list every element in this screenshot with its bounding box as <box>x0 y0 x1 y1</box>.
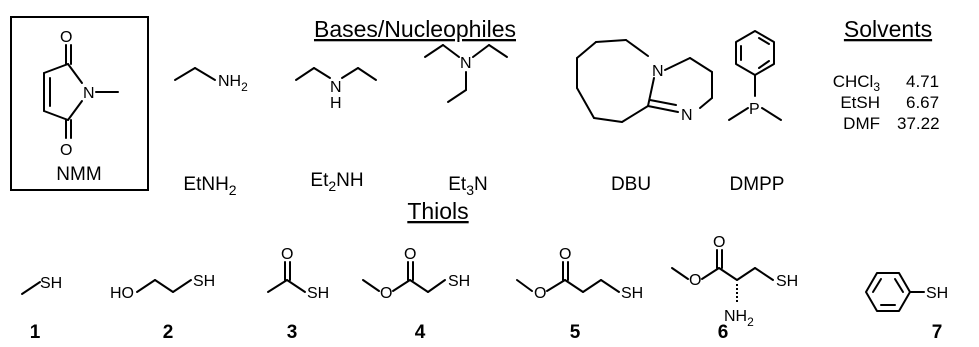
header-solvents: Solvents <box>844 16 932 42</box>
nmm-structure <box>43 44 119 139</box>
thiol-6-structure <box>671 249 774 302</box>
solvent-name: DMF <box>843 114 880 133</box>
nmm-atom-o-bottom: O <box>60 142 72 159</box>
dmpp-structure <box>728 30 782 121</box>
thiol-3-atom-o: O <box>281 246 293 263</box>
thiol-3-number: 3 <box>287 322 298 343</box>
solvent-value: 37.22 <box>897 114 940 133</box>
thiol-5-atom-o: O <box>559 246 571 263</box>
thiol-6-atom-o: O <box>689 272 701 289</box>
thiol-5-atom-o: O <box>534 285 546 302</box>
dbu-label: DBU <box>611 174 651 195</box>
thiol-4-structure <box>362 261 446 293</box>
thiol-2-atom-sh: SH <box>193 273 215 290</box>
thiol-7-number: 7 <box>932 322 943 343</box>
etnh2-structure <box>174 67 216 81</box>
thiol-6-atom-o: O <box>713 234 725 251</box>
thiol-2-atom-ho: HO <box>110 285 134 302</box>
dmpp-atom-p: P <box>749 101 760 118</box>
thiol-1-number: 1 <box>30 322 41 343</box>
nmm-box <box>10 16 149 191</box>
thiol-6-atom-nh2: NH2 <box>724 308 754 329</box>
dbu-structure <box>576 39 713 123</box>
thiol-3-structure <box>267 261 306 293</box>
solvents-table: CHCl3 4.71 EtSH 6.67 DMF 37.22 <box>833 72 940 133</box>
thiol-5-number: 5 <box>570 322 581 343</box>
et2nh-label: Et2NH <box>310 170 363 194</box>
dbu-atom-n1: N <box>652 63 664 80</box>
thiol-6-number: 6 <box>718 322 729 343</box>
nmm-atom-o-top: O <box>60 29 72 46</box>
nmm-label: NMM <box>56 164 101 185</box>
solvent-value: 6.67 <box>906 93 939 112</box>
solvent-name: EtSH <box>840 93 880 112</box>
header-thiols: Thiols <box>407 198 468 224</box>
nmm-atom-n: N <box>83 85 95 102</box>
thiol-2-number: 2 <box>163 322 174 343</box>
thiol-4-atom-o: O <box>380 285 392 302</box>
thiol-4-atom-sh: SH <box>448 273 470 290</box>
et2nh-atom-h: H <box>330 95 342 112</box>
et2nh-structure <box>295 67 377 81</box>
thiol-3-atom-sh: SH <box>307 285 329 302</box>
thiol-5-structure <box>516 261 620 293</box>
et2nh-atom-n: N <box>330 79 342 96</box>
thiol-7-structure <box>865 272 925 312</box>
thiol-4-number: 4 <box>415 322 426 343</box>
solvent-value: 4.71 <box>906 72 939 91</box>
et3n-label: Et3N <box>448 174 487 198</box>
thiol-4-atom-o: O <box>404 246 416 263</box>
etnh2-label: EtNH2 <box>183 174 236 198</box>
thiol-2-structure <box>136 279 192 293</box>
thiol-1-structure <box>21 281 41 295</box>
et3n-atom-n: N <box>460 55 472 72</box>
header-bases-nucleophiles: Bases/Nucleophiles <box>314 16 516 42</box>
thiol-5-atom-sh: SH <box>621 285 643 302</box>
thiol-1-atom-sh: SH <box>40 275 62 292</box>
dmpp-label: DMPP <box>730 174 785 195</box>
solvent-name: CHCl3 <box>833 72 881 94</box>
thiol-6-atom-sh: SH <box>776 273 798 290</box>
thiol-7-atom-sh: SH <box>926 285 948 302</box>
etnh2-atom: NH2 <box>218 73 248 94</box>
et3n-structure <box>424 44 508 103</box>
dbu-atom-n2: N <box>681 107 693 124</box>
